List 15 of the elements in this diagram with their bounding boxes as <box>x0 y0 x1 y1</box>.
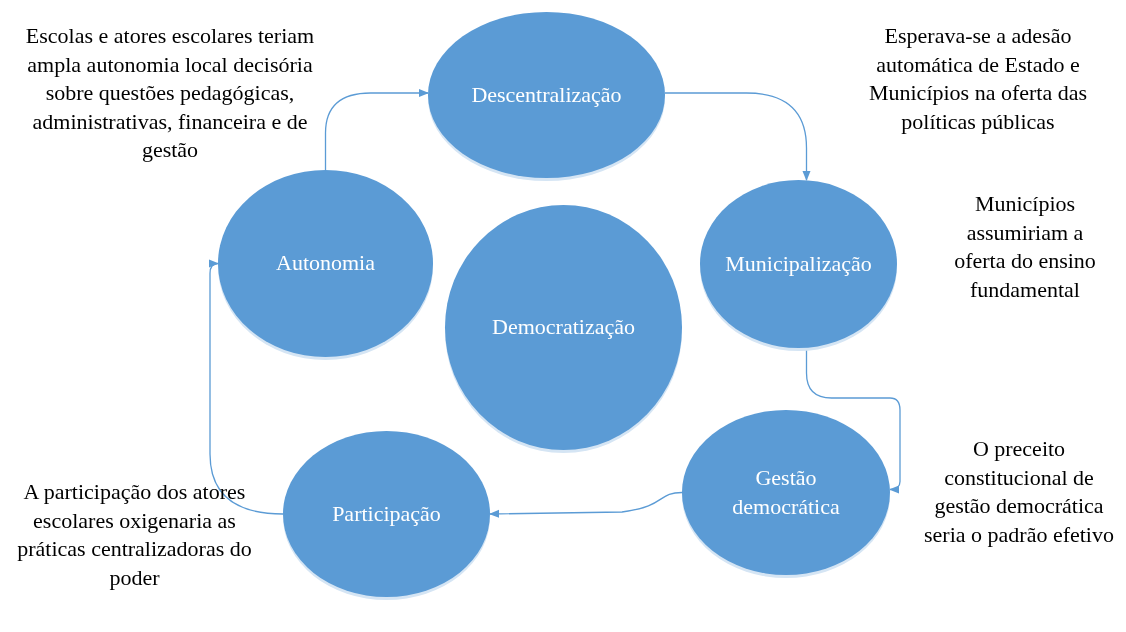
connector-arrow <box>664 92 811 182</box>
annotation-text: Esperava-se a adesão automática de Estado e Municípios na oferta das políticas públicas <box>867 22 1089 136</box>
node-label: Democratização <box>492 313 635 342</box>
annotation-text: O preceito constitucional de gestão democrática seria o padrão efetivo <box>923 435 1115 549</box>
annotation-text: Escolas e atores escolares teriam ampla autonomia local decisória sobre questões pedagógicas, administrativas, financeira e de gestão <box>25 22 315 165</box>
node-label: Descentralização <box>471 80 622 109</box>
node-label: Municipalização <box>725 249 872 278</box>
node-label: Autonomia <box>276 249 375 278</box>
node-label: Gestão democrática <box>731 463 841 521</box>
annotation-text: Municípios assumiriam a oferta do ensino fundamental <box>953 190 1097 304</box>
connector-arrow <box>488 491 683 518</box>
connector-arrow <box>324 88 430 171</box>
connector-arrow <box>208 259 284 515</box>
annotation-text: A participação dos atores escolares oxigenaria as práticas centralizadoras do poder <box>16 478 253 592</box>
node-label: Participação <box>332 499 441 528</box>
